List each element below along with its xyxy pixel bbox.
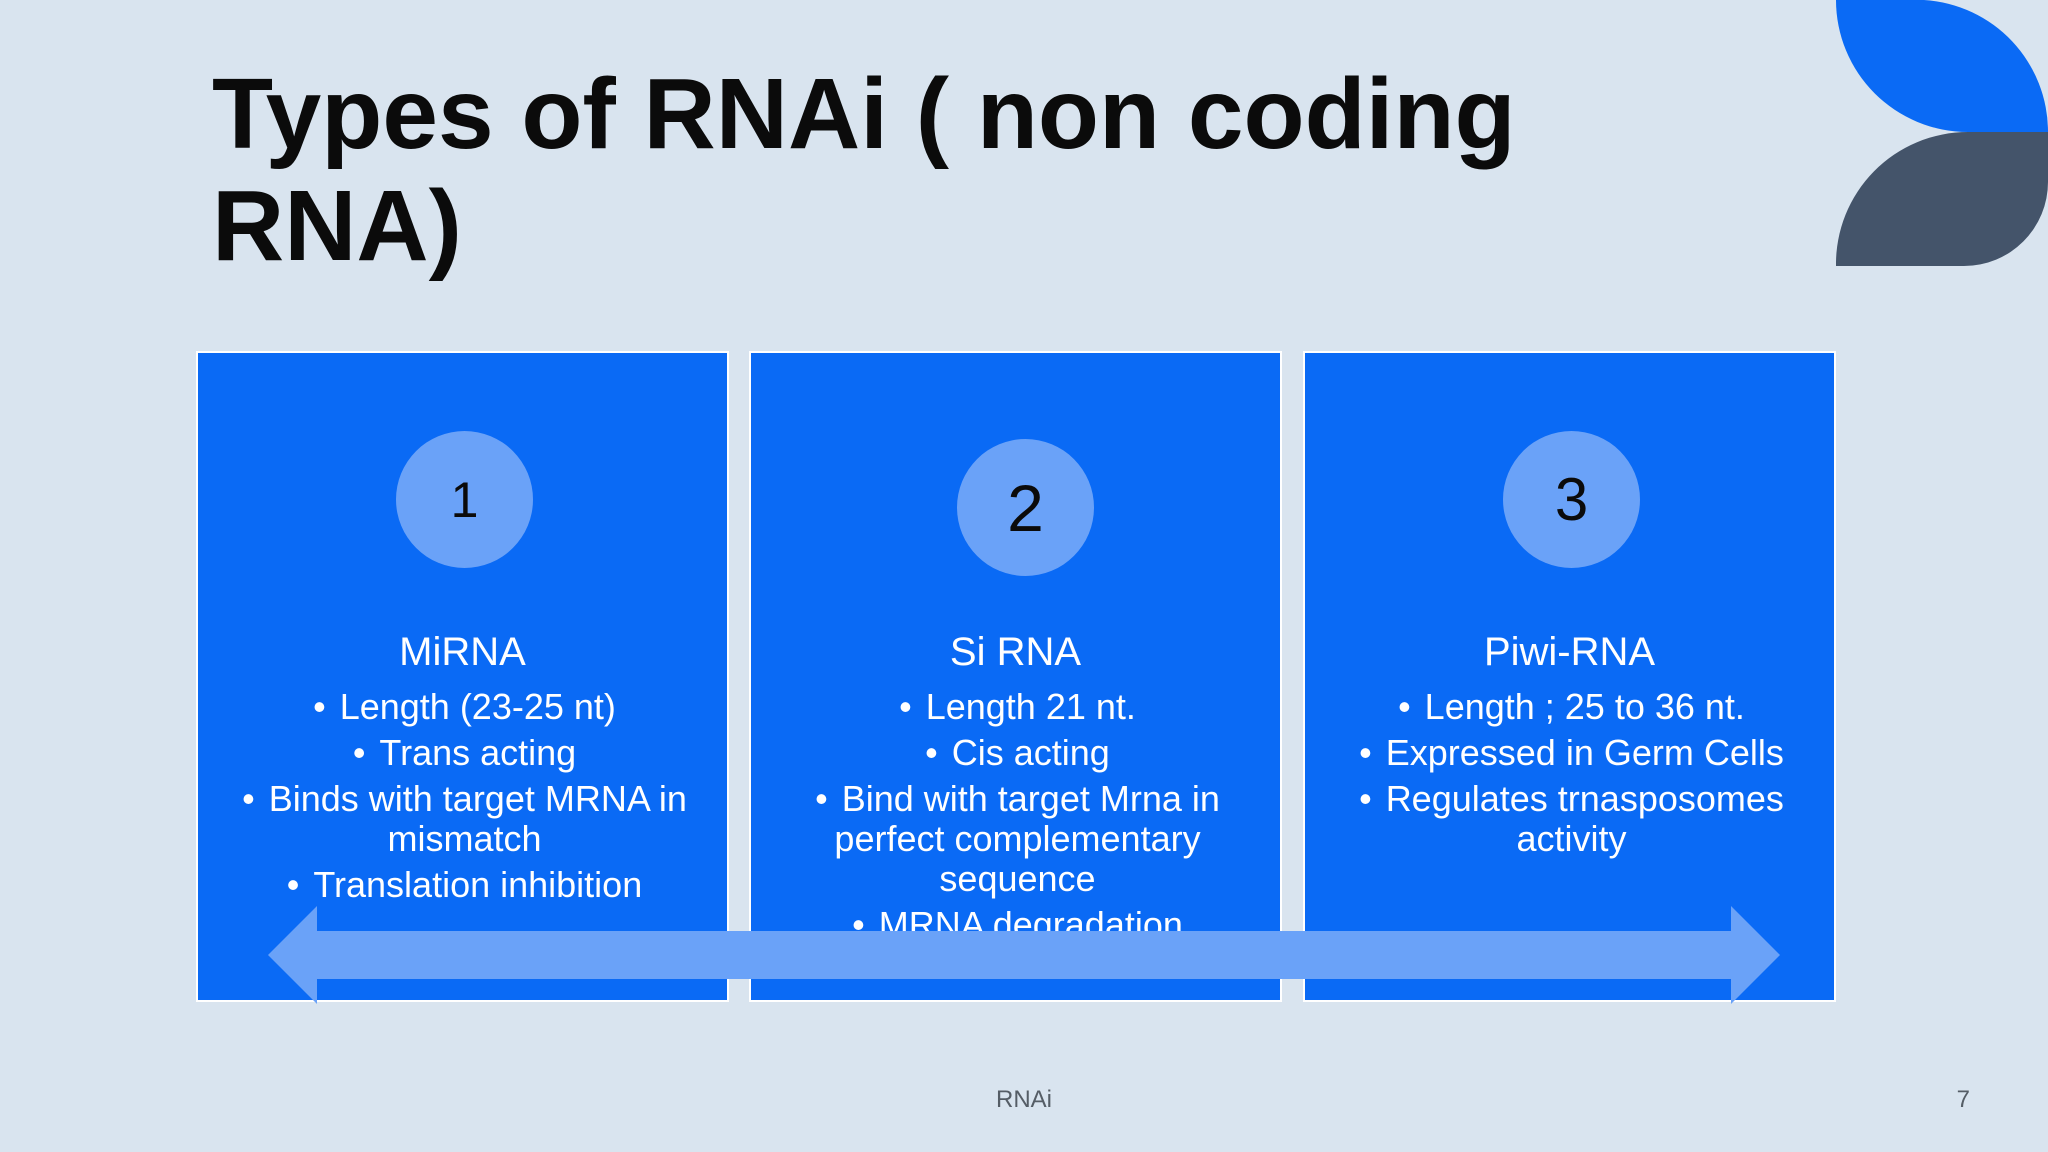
list-item: Expressed in Germ Cells (1327, 733, 1816, 773)
card-piwi-rna: 3 Piwi-RNA Length ; 25 to 36 nt. Express… (1303, 351, 1836, 1002)
slide-title: Types of RNAi ( non coding RNA) (212, 58, 1516, 282)
list-item: Length ; 25 to 36 nt. (1327, 687, 1816, 727)
slide-footer: RNAi (995, 1086, 1052, 1113)
list-item: Trans acting (220, 733, 709, 773)
number-badge: 2 (957, 439, 1094, 576)
number-badge: 3 (1503, 431, 1640, 568)
bullet-list: Length ; 25 to 36 nt. Expressed in Germ … (1327, 687, 1816, 865)
card-heading: MiRNA (399, 630, 526, 674)
page-number: 7 (1956, 1086, 1970, 1113)
card-heading: Piwi-RNA (1483, 630, 1656, 674)
list-item: Bind with target Mrna in perfect complem… (773, 779, 1262, 899)
bullet-list: Length (23-25 nt) Trans acting Binds wit… (220, 687, 709, 911)
list-item: Translation inhibition (220, 865, 709, 905)
card-sirna: 2 Si RNA Length 21 nt. Cis acting Bind w… (749, 351, 1282, 1002)
double-headed-arrow-icon (268, 906, 1780, 1004)
leaf-shapes-icon (1836, 0, 2048, 266)
list-item: Length 21 nt. (773, 687, 1262, 727)
card-heading: Si RNA (949, 630, 1082, 674)
list-item: Cis acting (773, 733, 1262, 773)
list-item: Binds with target MRNA in mismatch (220, 779, 709, 859)
bullet-list: Length 21 nt. Cis acting Bind with targe… (773, 687, 1262, 951)
list-item: Length (23-25 nt) (220, 687, 709, 727)
card-mirna: 1 MiRNA Length (23-25 nt) Trans acting B… (196, 351, 729, 1002)
list-item: Regulates trnasposomes activity (1327, 779, 1816, 859)
number-badge: 1 (396, 431, 533, 568)
